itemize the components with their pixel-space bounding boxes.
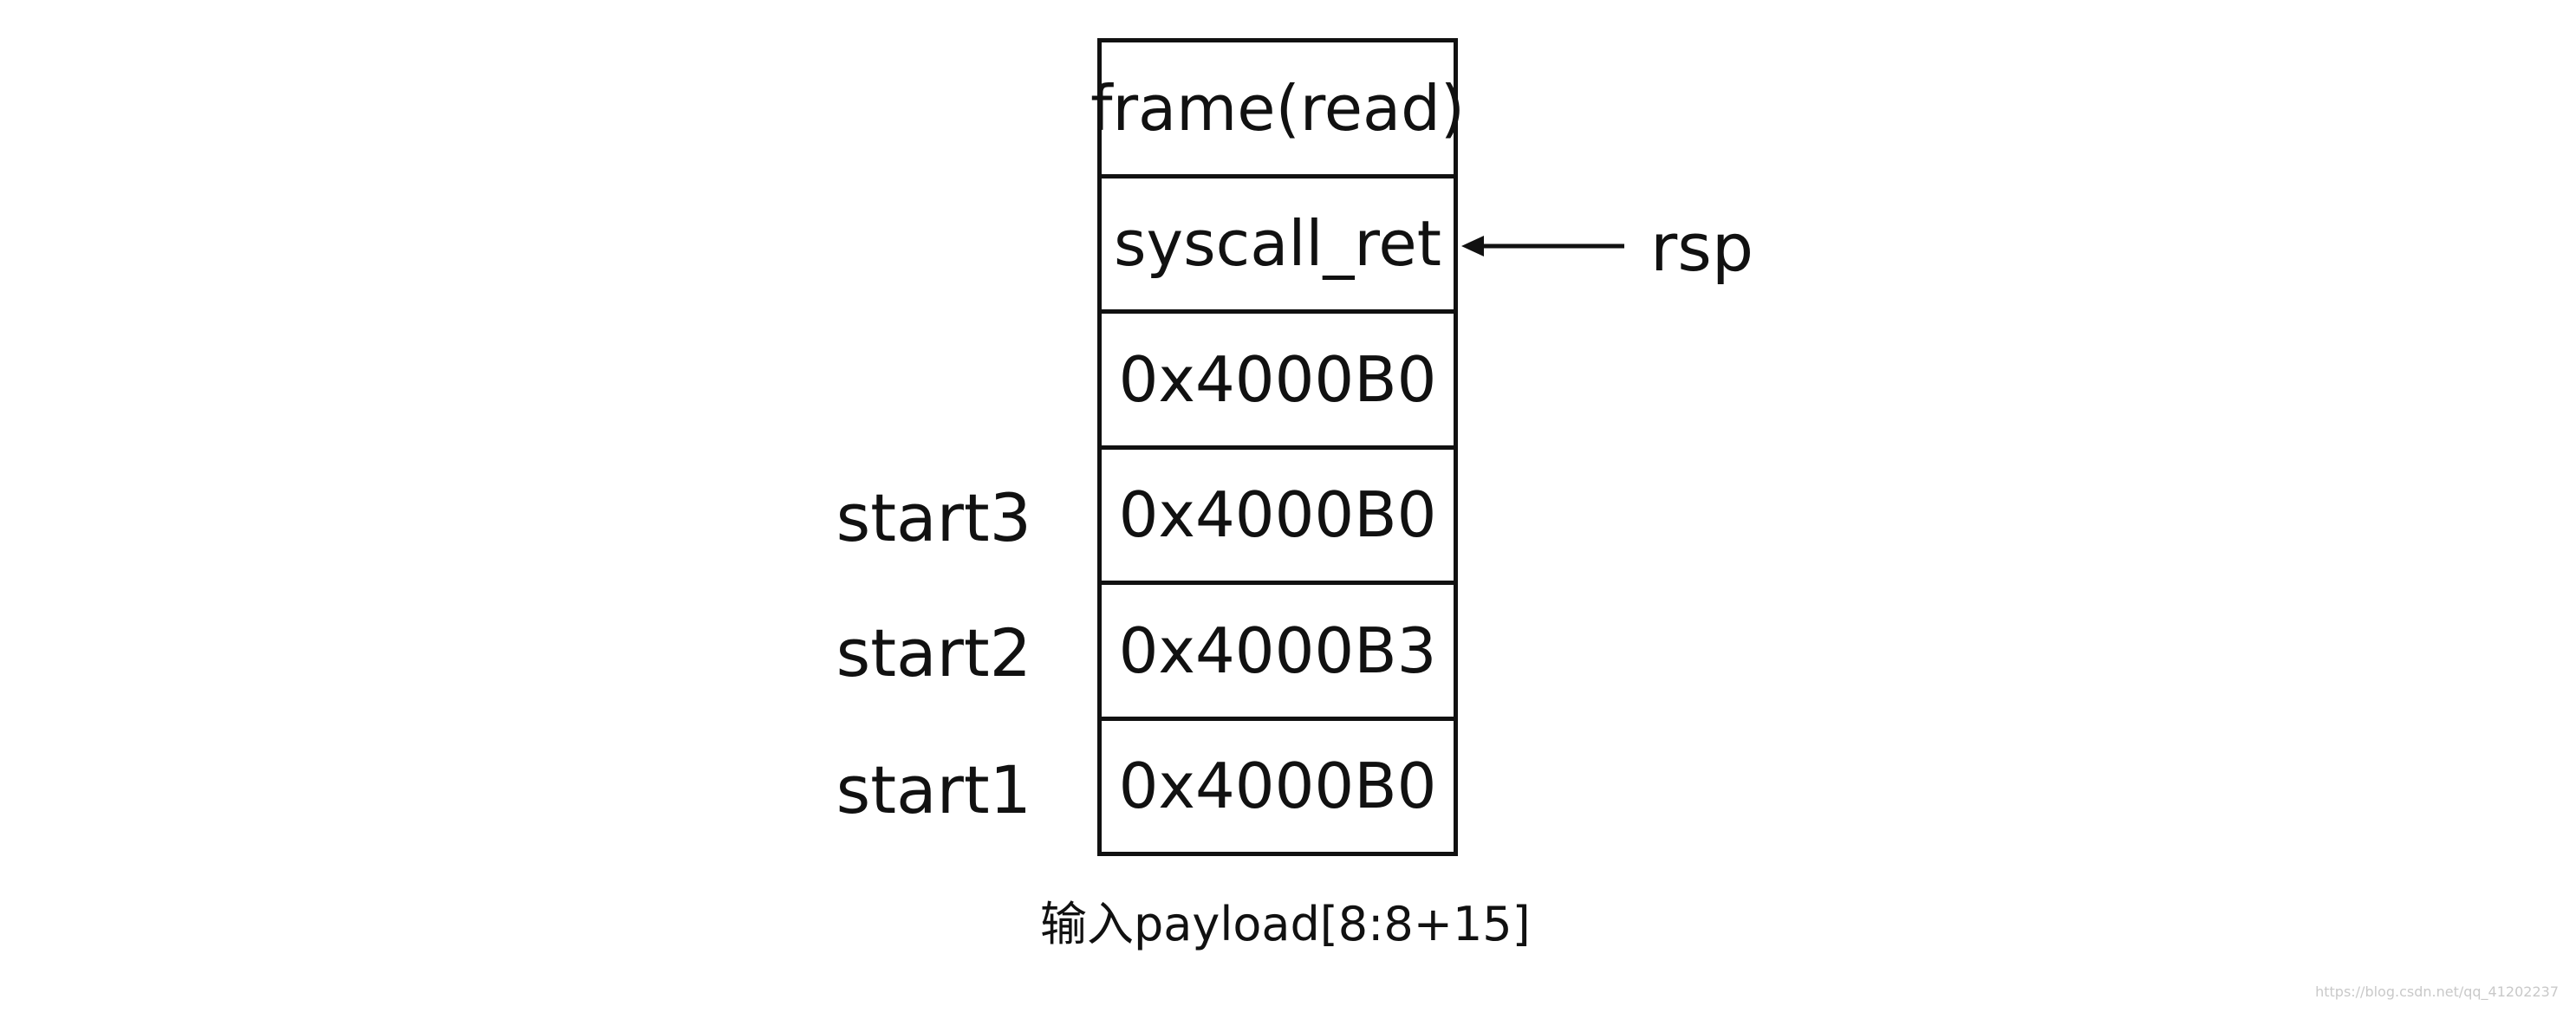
label-start2: start2 (836, 614, 1031, 691)
rsp-pointer-arrow (1461, 236, 1624, 256)
rsp-label: rsp (1650, 209, 1754, 286)
stack-cell-start2: 0x4000B3 (1102, 581, 1454, 717)
stack-diagram: frame(read) syscall_ret 0x4000B0 0x4000B… (1090, 38, 1465, 856)
stack-cell-syscall-ret: syscall_ret (1102, 173, 1454, 310)
label-start1: start1 (836, 751, 1031, 828)
stack-cell-start3: 0x4000B0 (1102, 445, 1454, 581)
watermark: https://blog.csdn.net/qq_41202237 (2315, 983, 2559, 1000)
stack-cell-frame-read: frame(read) (1090, 71, 1465, 145)
diagram-caption: 输入payload[8:8+15] (1040, 897, 1531, 951)
stack-cell-start1: 0x4000B0 (1102, 716, 1454, 853)
label-start3: start3 (836, 479, 1031, 556)
arrow-head (1461, 236, 1484, 256)
stack-cell-address: 0x4000B0 (1102, 309, 1454, 445)
